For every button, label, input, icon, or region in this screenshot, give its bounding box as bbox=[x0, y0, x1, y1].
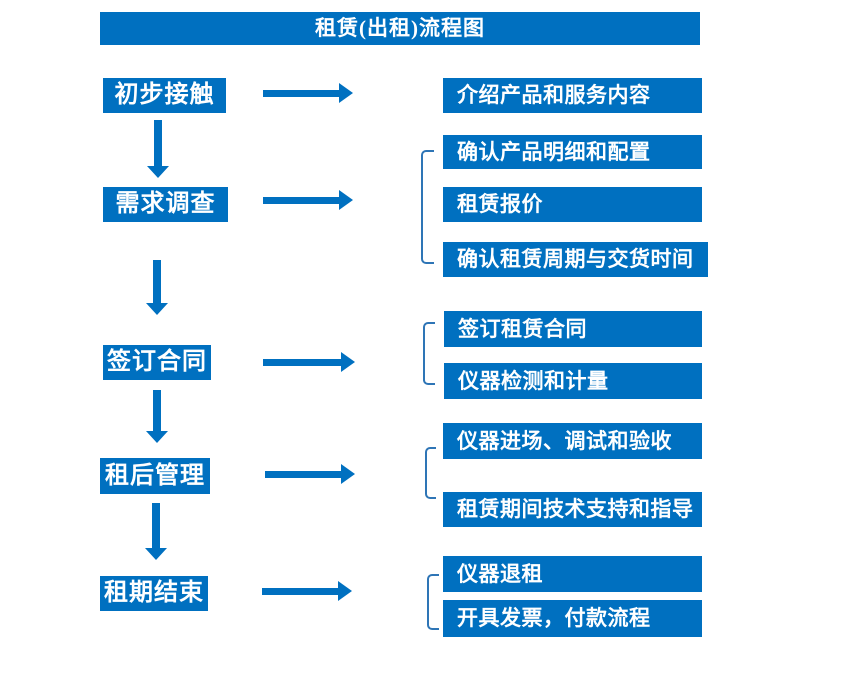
down-arrow-3 bbox=[146, 390, 168, 443]
right-arrow-1 bbox=[263, 83, 353, 103]
page-title: 租赁(出租)流程图 bbox=[315, 16, 485, 40]
arrow-head-icon bbox=[146, 431, 168, 443]
stage-box-post-rental-management: 租后管理 bbox=[100, 458, 210, 494]
down-arrow-2 bbox=[146, 260, 168, 315]
detail-box-confirm-product-details: 确认产品明细和配置 bbox=[443, 135, 702, 169]
arrow-shaft bbox=[153, 390, 161, 431]
detail-box-sign-rental-contract: 签订租赁合同 bbox=[444, 311, 702, 347]
title-bar: 租赁(出租)流程图 bbox=[100, 12, 700, 45]
detail-box-rental-quotation: 租赁报价 bbox=[443, 187, 702, 222]
arrow-shaft bbox=[263, 89, 339, 97]
arrow-head-icon bbox=[341, 464, 355, 484]
arrow-head-icon bbox=[341, 352, 355, 372]
right-arrow-4 bbox=[265, 464, 355, 484]
right-arrow-3 bbox=[263, 352, 355, 372]
bracket-post-rental-group bbox=[425, 447, 436, 499]
stage-box-contract-signing: 签订合同 bbox=[103, 345, 211, 380]
arrow-head-icon bbox=[339, 83, 353, 103]
detail-box-instrument-setup: 仪器进场、调试和验收 bbox=[443, 423, 702, 459]
arrow-shaft bbox=[265, 470, 341, 478]
detail-box-invoice-payment: 开具发票，付款流程 bbox=[443, 600, 702, 637]
bracket-demand-survey-group bbox=[421, 150, 434, 264]
arrow-shaft bbox=[154, 120, 162, 166]
down-arrow-4 bbox=[145, 503, 167, 560]
detail-box-technical-support: 租赁期间技术支持和指导 bbox=[443, 492, 702, 527]
arrow-shaft bbox=[263, 358, 341, 366]
right-arrow-5 bbox=[262, 581, 352, 601]
arrow-shaft bbox=[152, 503, 160, 548]
arrow-shaft bbox=[262, 587, 338, 595]
arrow-head-icon bbox=[339, 190, 353, 210]
bracket-contract-group bbox=[423, 322, 435, 385]
arrow-head-icon bbox=[145, 548, 167, 560]
detail-box-instrument-return: 仪器退租 bbox=[443, 556, 702, 592]
detail-box-confirm-rental-period: 确认租赁周期与交货时间 bbox=[443, 242, 708, 277]
arrow-head-icon bbox=[338, 581, 352, 601]
arrow-head-icon bbox=[147, 166, 169, 178]
detail-box-instrument-testing: 仪器检测和计量 bbox=[444, 363, 702, 399]
arrow-head-icon bbox=[146, 303, 168, 315]
bracket-rental-end-group bbox=[427, 574, 439, 630]
detail-box-introduce-services: 介绍产品和服务内容 bbox=[443, 78, 702, 113]
stage-box-rental-period-end: 租期结束 bbox=[100, 576, 208, 611]
arrow-shaft bbox=[153, 260, 161, 303]
stage-box-initial-contact: 初步接触 bbox=[103, 78, 226, 113]
arrow-shaft bbox=[263, 196, 339, 204]
down-arrow-1 bbox=[147, 120, 169, 178]
stage-box-demand-survey: 需求调查 bbox=[103, 187, 228, 222]
right-arrow-2 bbox=[263, 190, 353, 210]
